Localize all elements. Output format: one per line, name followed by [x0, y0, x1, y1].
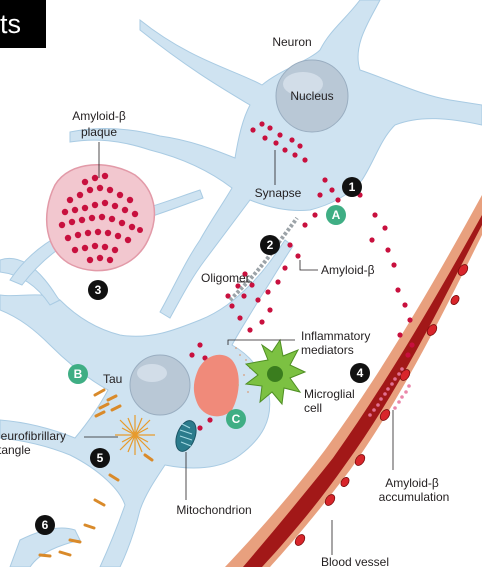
- nucleus-label: Nucleus: [290, 89, 333, 103]
- upper-neuron: [69, 0, 482, 319]
- inflammatory-label-line2: mediators: [301, 343, 354, 357]
- red-blood-cells: [294, 264, 469, 546]
- microglial-label-line1: Microglial: [304, 387, 355, 401]
- step-marker-1: [342, 177, 362, 197]
- tau-label: Tau: [103, 372, 122, 386]
- step-marker-6: [35, 515, 55, 535]
- mitochondrion-label: Mitochondrion: [176, 503, 251, 517]
- amyloid-plaque-label-line2: plaque: [81, 125, 117, 139]
- microglial-cell: [244, 338, 307, 406]
- accumulation-label-line1: Amyloid-β: [385, 476, 439, 490]
- oligomer-label: Oligomer: [201, 271, 250, 285]
- step-1-label: 1: [349, 180, 356, 194]
- neurofibrillary-tangle-shape: [115, 415, 155, 455]
- blood-vessel: [225, 195, 482, 567]
- inflammatory-cluster: [193, 347, 253, 417]
- vessel-amyloid-accumulation: [368, 367, 411, 417]
- accumulation-label-line2: accumulation: [379, 490, 450, 504]
- synapse-label: Synapse: [255, 186, 302, 200]
- marker-c: [226, 409, 246, 429]
- step-6-label: 6: [42, 518, 49, 532]
- neurofibrillary-label-line2: tangle: [0, 443, 31, 457]
- blood-vessel-label: Blood vessel: [321, 555, 389, 567]
- neurofibrillary-label-line1: Neurofibrillary: [0, 429, 66, 443]
- text-labels: Neuron Nucleus Amyloid-β plaque Synapse …: [0, 35, 449, 567]
- step-markers: 1 2 3 4 5 6: [35, 177, 370, 535]
- step-marker-5: [90, 448, 110, 468]
- header-tab: ts: [0, 0, 46, 48]
- marker-a: [326, 205, 346, 225]
- letter-markers: A B C: [68, 205, 346, 429]
- marker-c-label: C: [232, 412, 241, 426]
- microglial-label-line2: cell: [304, 401, 322, 415]
- amyloid-plaque-label-line1: Amyloid-β: [72, 109, 126, 123]
- amyloid-dots: [189, 121, 415, 431]
- inflammatory-label-line1: Inflammatory: [301, 329, 370, 343]
- neuron-label: Neuron: [272, 35, 311, 49]
- tau-fragments: [38, 388, 154, 558]
- step-4-label: 4: [357, 366, 364, 380]
- step-marker-4: [350, 363, 370, 383]
- step-5-label: 5: [97, 451, 104, 465]
- marker-b: [68, 364, 88, 384]
- step-3-label: 3: [95, 283, 102, 297]
- amyloid-beta-label: Amyloid-β: [321, 263, 375, 277]
- lower-nucleus: [129, 354, 191, 416]
- neuron-soma: [69, 0, 482, 319]
- leader-lines: [84, 150, 394, 555]
- plaque-dots: [58, 172, 143, 264]
- amyloid-plaque: [45, 142, 156, 272]
- step-marker-2: [260, 235, 280, 255]
- step-2-label: 2: [267, 238, 274, 252]
- marker-b-label: B: [74, 367, 83, 381]
- step-marker-3: [88, 280, 108, 300]
- mitochondrion: [175, 420, 197, 452]
- marker-a-label: A: [332, 208, 341, 222]
